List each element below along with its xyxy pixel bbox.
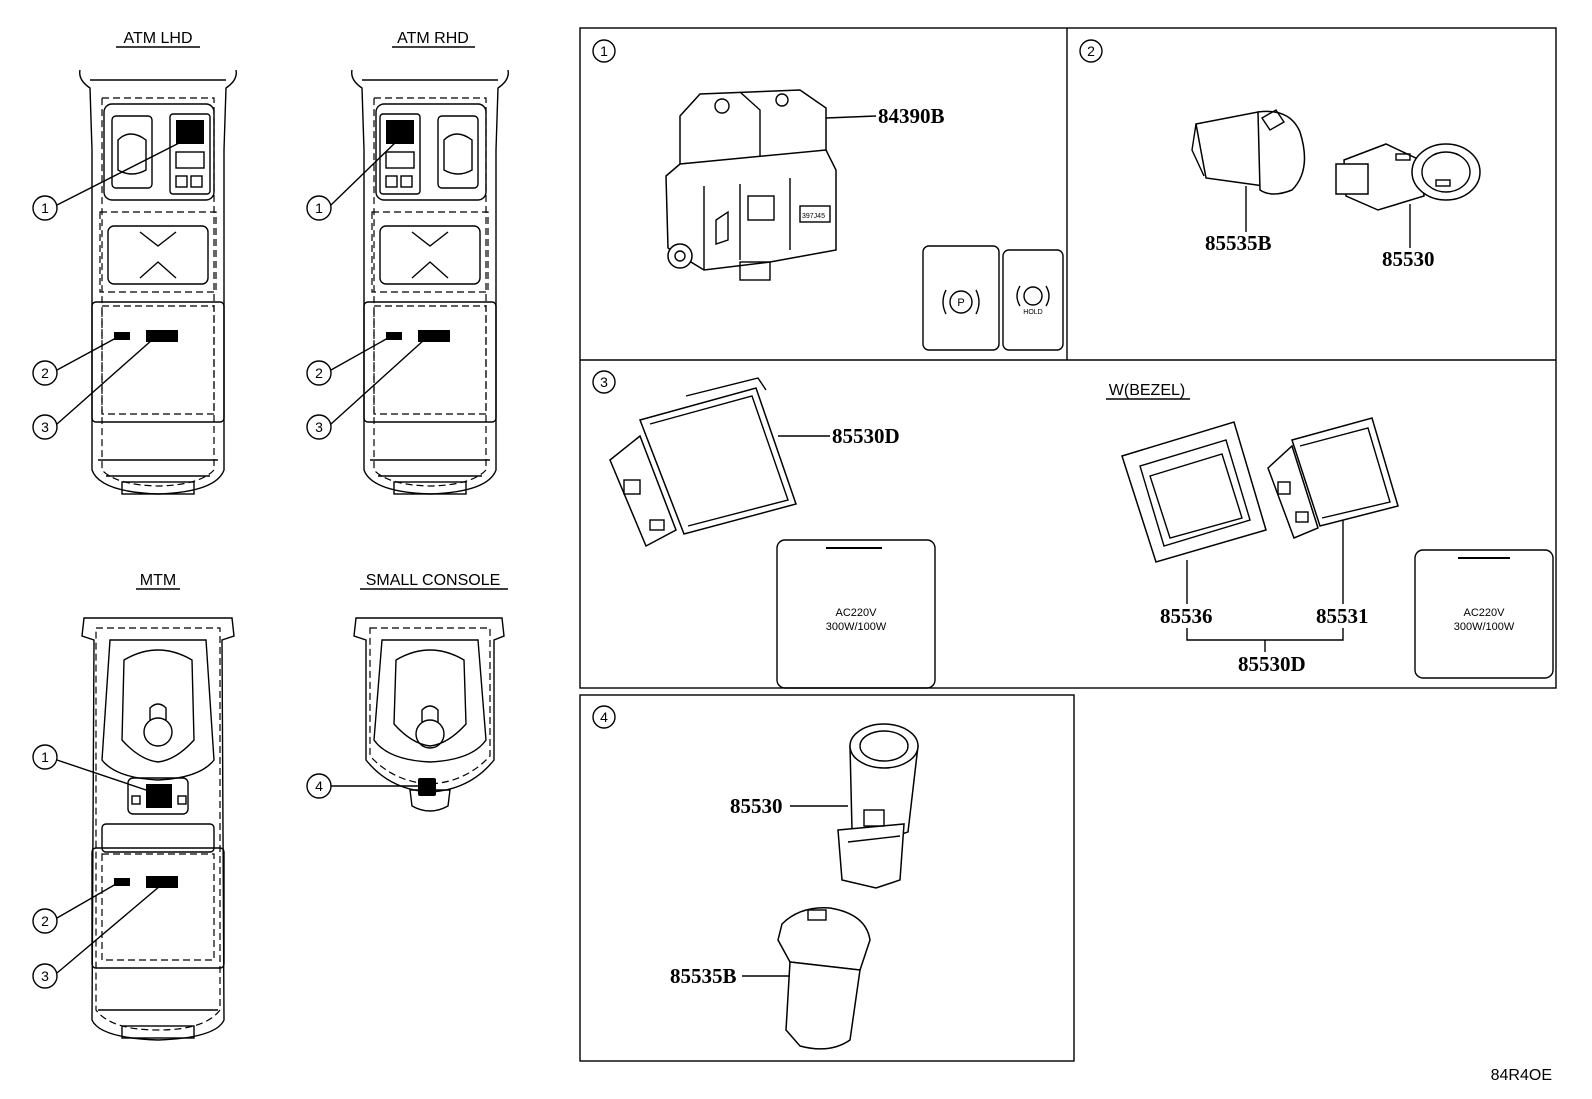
svg-text:1: 1 [315,200,323,216]
part-number-85530D-group: 85530D [1238,652,1306,676]
view-title-atm-lhd: ATM LHD [123,30,192,47]
bezel-label: W(BEZEL) [1109,382,1185,399]
svg-text:3: 3 [315,419,323,435]
part-number-85531: 85531 [1316,604,1369,628]
svg-text:1: 1 [600,43,608,59]
cover-text-line2: 300W/100W [826,621,887,633]
view-title-atm-rhd: ATM RHD [397,30,469,47]
diagram-code: 84R4OE [1491,1067,1552,1084]
svg-text:397J45: 397J45 [802,213,825,220]
part-number-85530D: 85530D [832,424,900,448]
view-atm-rhd: ATM RHD 1 2 3 [306,30,509,495]
view-small-console: SMALL CONSOLE 4 [306,572,508,812]
view-atm-lhd: ATM LHD 1 2 3 [32,30,237,495]
part-number-85535B-panel4: 85535B [670,964,737,988]
svg-text:P: P [957,297,964,309]
svg-text:2: 2 [315,365,323,381]
part-number-84390B: 84390B [878,104,945,128]
cover2-text-line1: AC220V [1464,607,1506,619]
cover2-text-line2: 300W/100W [1454,621,1515,633]
part-number-85530: 85530 [1382,247,1435,271]
panel-3-power-outlet: 3 85530D AC220V 300W/100W W(BEZEL) 85536… [592,370,1554,689]
part-number-85536: 85536 [1160,604,1213,628]
part-number-85530-panel4: 85530 [730,794,783,818]
view-title-small-console: SMALL CONSOLE [366,572,501,589]
hold-switch-text: HOLD [1023,309,1042,316]
part-number-85535B: 85535B [1205,231,1272,255]
svg-text:3: 3 [600,374,608,390]
panel-2-socket-parts: 2 85535B 85530 [1079,39,1481,271]
view-mtm: MTM 1 2 3 [32,572,235,1041]
svg-text:2: 2 [41,365,49,381]
svg-text:3: 3 [41,968,49,984]
svg-text:3: 3 [41,419,49,435]
cover-text-line1: AC220V [836,607,878,619]
view-title-mtm: MTM [140,572,176,589]
panel-4-socket-parts: 4 85530 85535B [592,705,919,1050]
svg-text:2: 2 [1087,43,1095,59]
svg-text:4: 4 [315,778,323,794]
svg-text:2: 2 [41,913,49,929]
svg-text:1: 1 [41,749,49,765]
svg-text:1: 1 [41,200,49,216]
ps-switch-mark [176,120,204,144]
svg-text:4: 4 [600,709,608,725]
panel-1-parking-brake-switch: 1 397J45 84390B P HOLD [592,39,1064,351]
